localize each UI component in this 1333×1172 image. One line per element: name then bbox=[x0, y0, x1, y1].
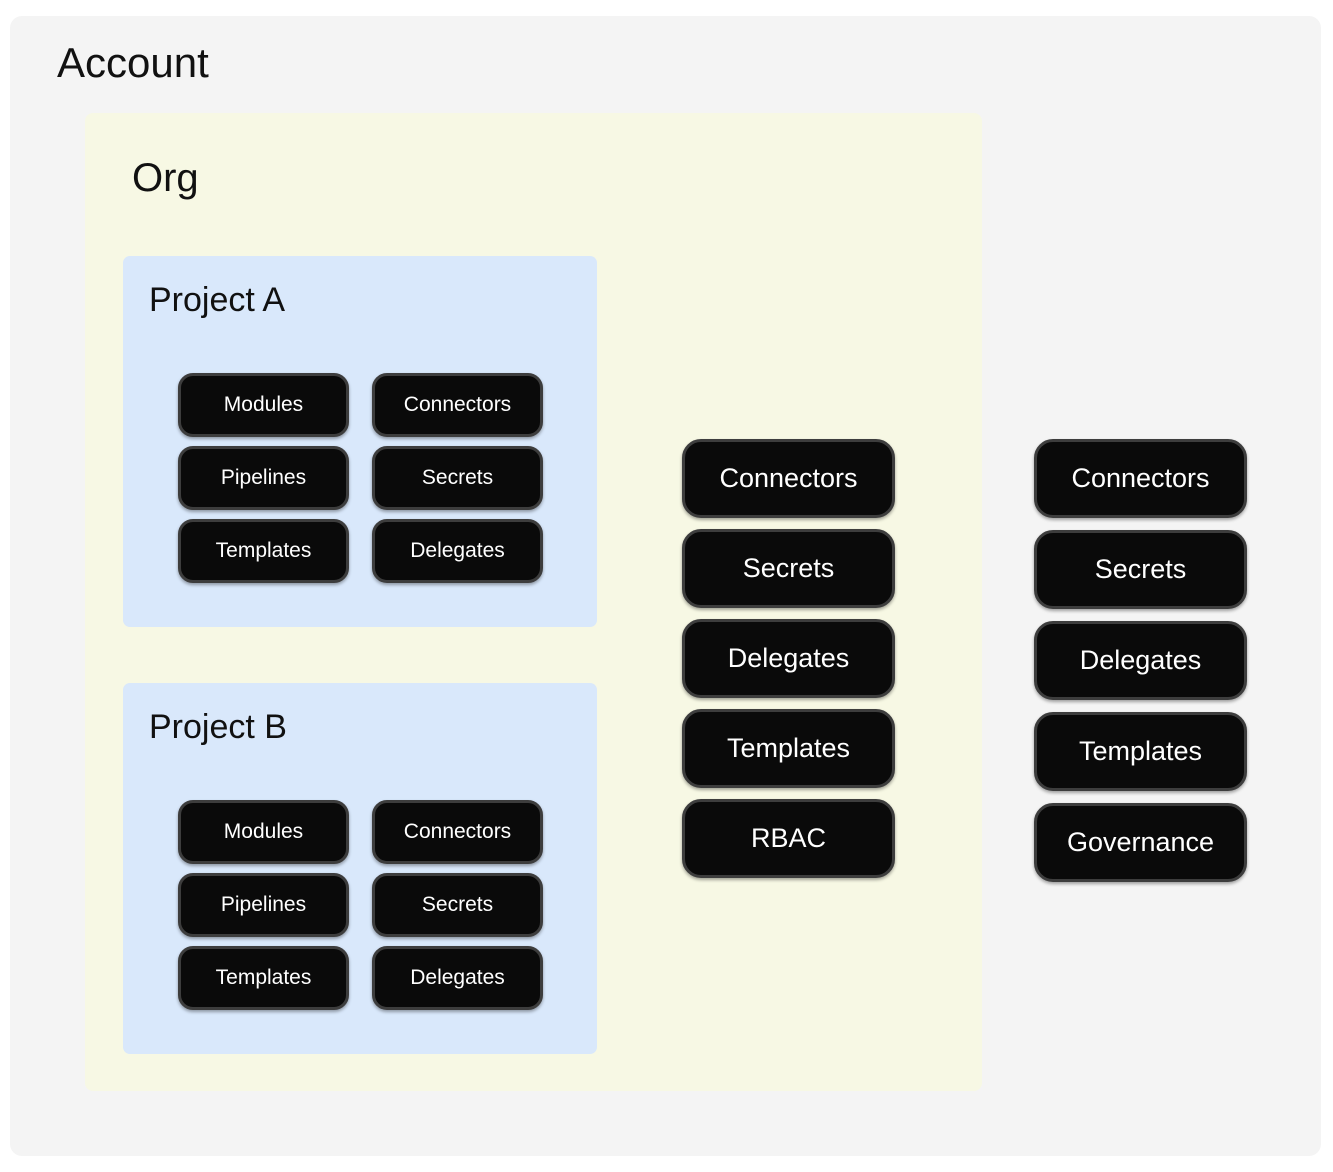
project-a-pill-grid: Modules Connectors Pipelines Secrets Tem… bbox=[178, 373, 543, 583]
project-b-pill-delegates: Delegates bbox=[372, 946, 543, 1010]
account-pill-templates: Templates bbox=[1034, 712, 1247, 791]
org-level-pill-stack: Connectors Secrets Delegates Templates R… bbox=[682, 439, 895, 878]
org-container: Org Project A Modules Connectors Pipelin… bbox=[85, 113, 982, 1091]
account-pill-connectors: Connectors bbox=[1034, 439, 1247, 518]
project-a-pill-secrets: Secrets bbox=[372, 446, 543, 510]
org-pill-templates: Templates bbox=[682, 709, 895, 788]
project-a-pill-connectors: Connectors bbox=[372, 373, 543, 437]
project-b-pill-secrets: Secrets bbox=[372, 873, 543, 937]
project-a-pill-modules: Modules bbox=[178, 373, 349, 437]
project-b-pill-templates: Templates bbox=[178, 946, 349, 1010]
project-a-pill-templates: Templates bbox=[178, 519, 349, 583]
project-b-container: Project B Modules Connectors Pipelines S… bbox=[123, 683, 597, 1054]
account-container: Account Org Project A Modules Connectors… bbox=[10, 16, 1321, 1156]
project-b-pill-modules: Modules bbox=[178, 800, 349, 864]
project-a-title: Project A bbox=[149, 281, 286, 319]
project-b-title: Project B bbox=[149, 708, 287, 746]
org-pill-connectors: Connectors bbox=[682, 439, 895, 518]
org-pill-rbac: RBAC bbox=[682, 799, 895, 878]
project-b-pill-pipelines: Pipelines bbox=[178, 873, 349, 937]
org-pill-delegates: Delegates bbox=[682, 619, 895, 698]
project-b-pill-connectors: Connectors bbox=[372, 800, 543, 864]
account-title: Account bbox=[57, 39, 209, 86]
project-a-container: Project A Modules Connectors Pipelines S… bbox=[123, 256, 597, 627]
project-b-pill-grid: Modules Connectors Pipelines Secrets Tem… bbox=[178, 800, 543, 1010]
org-title: Org bbox=[132, 156, 199, 200]
account-pill-secrets: Secrets bbox=[1034, 530, 1247, 609]
account-pill-delegates: Delegates bbox=[1034, 621, 1247, 700]
project-a-pill-pipelines: Pipelines bbox=[178, 446, 349, 510]
account-pill-governance: Governance bbox=[1034, 803, 1247, 882]
account-level-pill-stack: Connectors Secrets Delegates Templates G… bbox=[1034, 439, 1247, 882]
project-a-pill-delegates: Delegates bbox=[372, 519, 543, 583]
org-pill-secrets: Secrets bbox=[682, 529, 895, 608]
